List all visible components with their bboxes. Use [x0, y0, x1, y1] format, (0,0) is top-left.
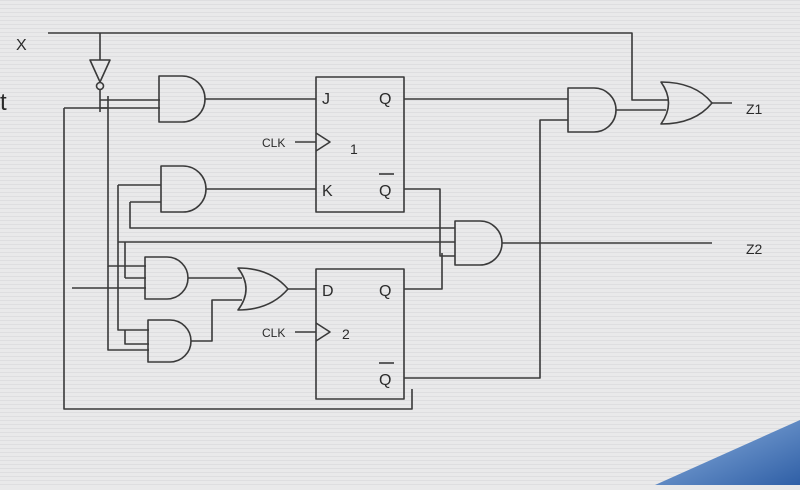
ff1-k-label: K	[322, 183, 333, 200]
and-gate-d-lower	[147, 319, 192, 363]
and-gate-j	[158, 75, 206, 123]
ff1-clk-label: CLK	[262, 136, 285, 150]
input-x-label: X	[16, 37, 27, 54]
ff2-clk-label: CLK	[262, 326, 285, 340]
and-gate-z2	[454, 220, 503, 266]
ff1-q-label: Q	[379, 91, 391, 108]
ff1-qbar-label: Q	[379, 183, 391, 200]
or-gate-d	[237, 267, 289, 311]
ff2-q-label: Q	[379, 283, 391, 300]
or-gate-z1	[660, 81, 713, 125]
ff2-qbar-label: Q	[379, 372, 391, 389]
output-z1-label: Z1	[746, 101, 763, 117]
ff1-j-label: J	[322, 91, 330, 108]
jk-flip-flop-1	[315, 76, 405, 213]
and-gate-d-upper	[144, 256, 189, 300]
wires	[48, 32, 732, 410]
output-z2-label: Z2	[746, 241, 763, 257]
ff2-number: 2	[342, 326, 350, 342]
ff2-d-label: D	[322, 283, 334, 300]
and-gate-z1	[567, 87, 617, 133]
screen-corner-glare	[655, 420, 800, 485]
d-flip-flop-2	[315, 268, 405, 400]
not-gate-bubble	[95, 81, 105, 91]
ff2-clock-triangle	[315, 322, 331, 342]
and-gate-k	[160, 165, 207, 213]
ff1-clock-triangle	[315, 132, 331, 152]
ff1-number: 1	[350, 141, 358, 157]
left-edge-fragment: t	[0, 89, 7, 116]
